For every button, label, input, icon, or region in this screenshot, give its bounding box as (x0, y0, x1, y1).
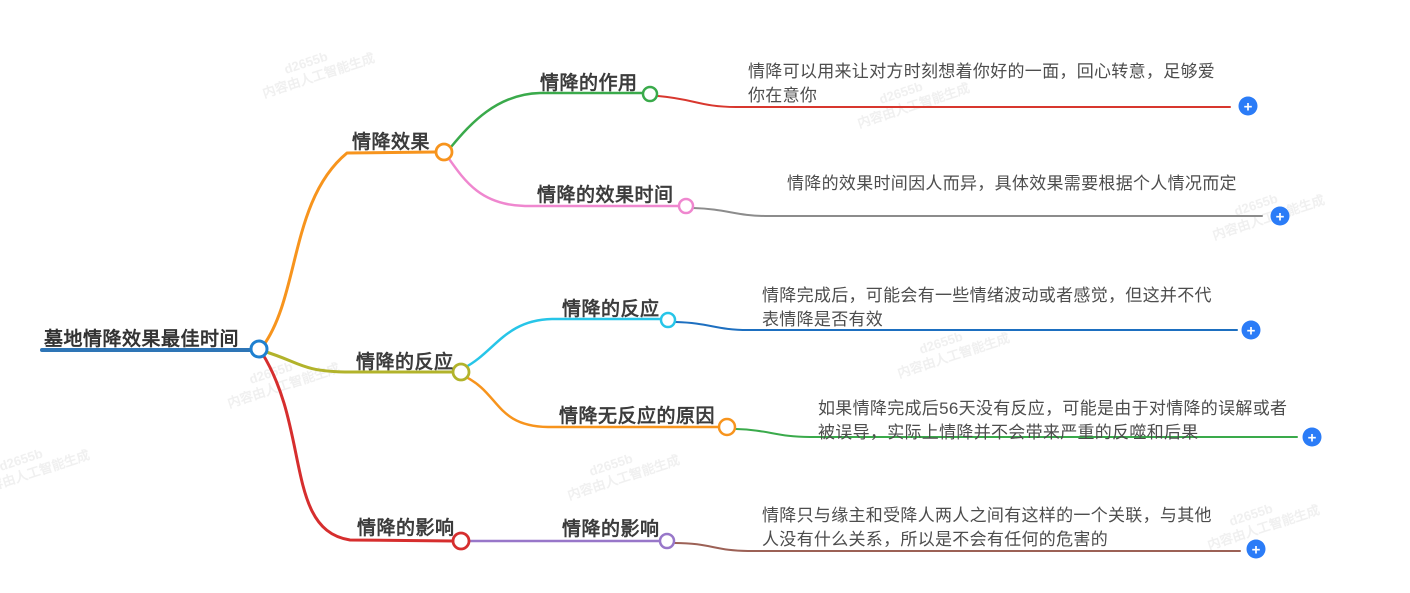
text-underline-branch-1-child-1 (735, 428, 1298, 438)
branch-label-1-child-0[interactable]: 情降的反应 (562, 299, 660, 320)
branch-label-0-child-1[interactable]: 情降的效果时间 (537, 185, 674, 206)
add-node-button[interactable]: + (1238, 96, 1258, 116)
node-handle-branch-0[interactable] (434, 142, 454, 162)
branch-label-2[interactable]: 情降的影响 (357, 518, 455, 539)
plus-icon[interactable] (1238, 96, 1258, 116)
add-node-button[interactable]: + (1302, 427, 1322, 447)
leaf-text-branch-0-child-1[interactable]: 情降的效果时间因人而异，具体效果需要根据个人情况而定 (787, 174, 1237, 193)
plus-icon-glyph: + (1308, 430, 1317, 447)
connector-branch-1-child-1 (462, 374, 721, 429)
leaf-text-branch-1-child-0[interactable]: 情降完成后，可能会有一些情绪波动或者感觉，但这并不代表情降是否有效 (762, 286, 1212, 329)
plus-icon-glyph: + (1247, 323, 1256, 340)
connector-branch-1 (261, 349, 455, 374)
add-node-button[interactable]: + (1241, 320, 1261, 340)
connector-branch-0-child-1 (445, 154, 680, 208)
leaf-text-branch-2-child-0[interactable]: 情降只与缘主和受降人两人之间有这样的一个关联，与其他人没有什么关系，所以是不会有… (762, 506, 1212, 549)
branch-label-2-child-0[interactable]: 情降的影响 (562, 519, 660, 540)
connector-branch-0-child-0 (449, 91, 644, 149)
text-underline-branch-2-child-0 (674, 542, 1241, 552)
plus-icon[interactable] (1246, 539, 1266, 559)
connector-branch-2 (260, 351, 455, 543)
node-handle-branch-1[interactable] (451, 362, 471, 382)
leaf-text-branch-1-child-1[interactable]: 如果情降完成后56天没有反应，可能是由于对情降的误解或者被误导，实际上情降并不会… (818, 399, 1288, 442)
node-handle-branch-0-child-0[interactable] (641, 85, 659, 103)
connector-branch-0 (261, 150, 438, 348)
node-handle-branch-2[interactable] (451, 531, 471, 551)
plus-icon-glyph: + (1276, 209, 1285, 226)
node-handle-branch-0-child-1[interactable] (677, 197, 695, 215)
root-node-label[interactable]: 墓地情降效果最佳时间 (44, 329, 240, 350)
plus-icon-glyph: + (1252, 542, 1261, 559)
connector-branch-1-child-0 (462, 317, 662, 370)
text-underline-branch-0-child-0 (657, 95, 1231, 108)
node-handle-branch-2-child-0[interactable] (658, 532, 676, 550)
branch-label-0[interactable]: 情降效果 (352, 132, 431, 153)
root-node-handle[interactable] (249, 339, 269, 359)
node-handle-branch-1-child-1[interactable] (717, 417, 737, 437)
add-node-button[interactable]: + (1270, 206, 1290, 226)
plus-icon[interactable] (1241, 320, 1261, 340)
branch-label-1[interactable]: 情降的反应 (356, 352, 454, 373)
plus-icon[interactable] (1270, 206, 1290, 226)
branch-label-0-child-0[interactable]: 情降的作用 (540, 73, 638, 94)
add-node-button[interactable]: + (1246, 539, 1266, 559)
leaf-text-branch-0-child-0[interactable]: 情降可以用来让对方时刻想着你好的一面，回心转意，足够爱你在意你 (748, 62, 1216, 105)
plus-icon[interactable] (1302, 427, 1322, 447)
branch-label-1-child-1[interactable]: 情降无反应的原因 (559, 406, 716, 427)
plus-icon-glyph: + (1244, 99, 1253, 116)
text-underline-branch-0-child-1 (692, 207, 1263, 217)
node-handle-branch-1-child-0[interactable] (659, 311, 677, 329)
text-underline-branch-1-child-0 (675, 321, 1238, 331)
